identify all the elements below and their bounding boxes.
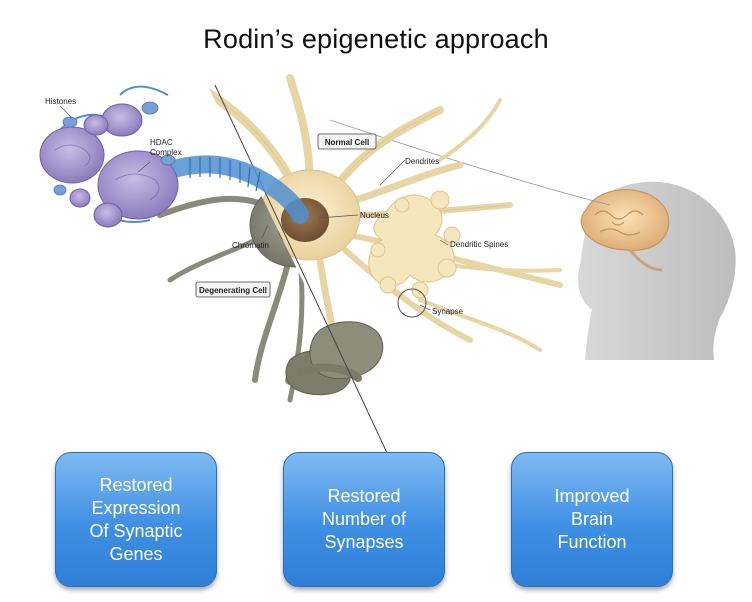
label-nucleus: Nucleus	[360, 211, 389, 220]
histone-cluster	[39, 85, 179, 228]
degenerating-axon	[296, 321, 384, 382]
outcome-text: Restored Number of Synapses	[321, 486, 407, 552]
label-dendrites: Dendrites	[405, 157, 439, 166]
outcome-text: Improved Brain Function	[554, 486, 630, 552]
label-histones: Histones	[45, 97, 76, 106]
label-chromatin: Chromatin	[232, 241, 269, 250]
outcome-box-brain-function: Improved Brain Function	[511, 452, 673, 587]
normal-cell	[200, 74, 563, 454]
svg-text:Normal Cell: Normal Cell	[325, 138, 369, 147]
head-silhouette	[578, 181, 736, 360]
svg-text:Degenerating Cell: Degenerating Cell	[199, 286, 267, 295]
page-title: Rodin’s epigenetic approach	[203, 24, 549, 54]
label-synapse: Synapse	[432, 307, 464, 316]
cell-split-line	[214, 84, 396, 471]
label-dendritic-spines: Dendritic Spines	[450, 240, 508, 249]
label-hdac-complex-line1: HDAC	[150, 138, 173, 147]
outcome-box-synapses: Restored Number of Synapses	[283, 452, 445, 587]
brain-connector-line	[329, 119, 611, 206]
outcome-text: Restored Expression Of Synaptic Genes	[89, 474, 183, 564]
chromatin-fiber	[169, 155, 309, 224]
label-leader-lines	[59, 105, 449, 311]
tag-degenerating-cell: Degenerating Cell	[195, 281, 271, 298]
outcome-box-synaptic-genes: Restored Expression Of Synaptic Genes	[55, 452, 217, 587]
tag-normal-cell: Normal Cell	[317, 133, 377, 150]
label-hdac-complex-line2: Complex	[150, 148, 182, 157]
